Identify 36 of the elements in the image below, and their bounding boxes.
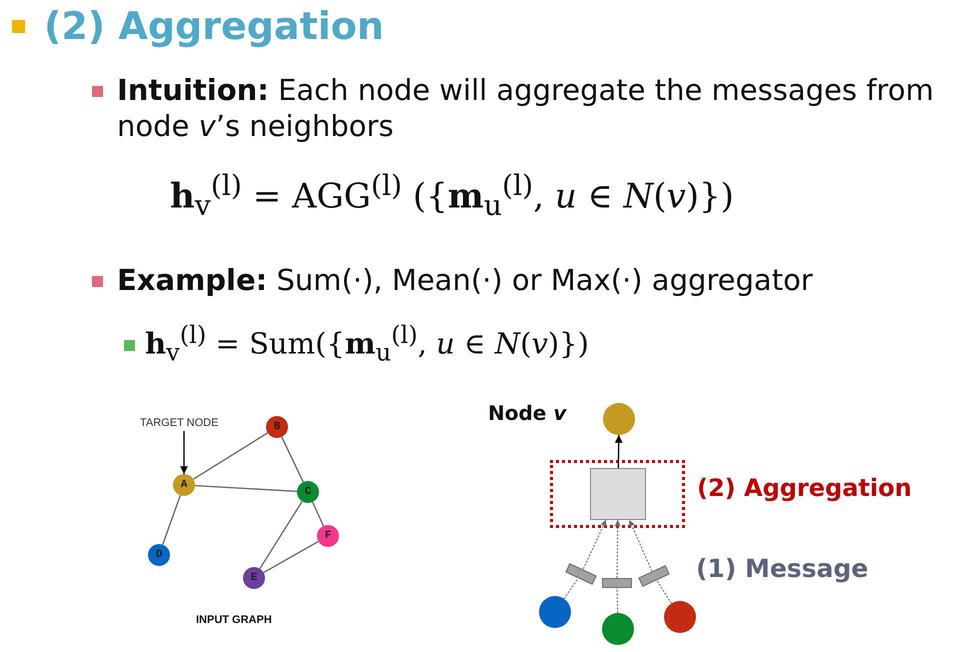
step-label: (1) Message — [696, 553, 868, 584]
arrow — [180, 431, 188, 474]
connector-line — [281, 436, 304, 482]
slide-title: (2) Aggregation — [44, 4, 384, 48]
connector-line — [616, 588, 618, 614]
message-bar — [602, 578, 632, 588]
arrow — [628, 520, 652, 572]
formula: h$_{v}$$^{(l)}$ = AGG$^{(l)}$ ({m$_{u}$$^{(l)}$, u ∈ N(v)}) — [170, 168, 734, 224]
bullet-text: Intuition: Each node will aggregate the messages from node v’s neighbors — [117, 72, 935, 144]
arrow — [582, 520, 606, 570]
node-circle: F — [317, 525, 339, 547]
node-circle: D — [148, 544, 170, 566]
node-circle: B — [266, 416, 288, 438]
connector-line — [259, 500, 303, 570]
connector-line — [312, 502, 324, 526]
node-circle: A — [173, 474, 195, 496]
connector-line — [263, 540, 319, 574]
step-label: (2) Aggregation — [697, 474, 912, 502]
graph-caption: INPUT GRAPH — [196, 614, 272, 628]
connector-line — [194, 484, 298, 492]
connector-line — [656, 580, 672, 604]
node-circle: C — [297, 481, 319, 503]
bullet-text: Example: Sum(·), Mean(·) or Max(·) aggregator — [117, 262, 814, 298]
node-circle — [602, 613, 634, 645]
connector-line — [193, 432, 268, 480]
connector-line — [564, 578, 578, 600]
aggregation-box — [590, 468, 646, 520]
node-circle — [664, 601, 696, 633]
node-label: Node v — [488, 401, 566, 425]
node-circle: E — [243, 567, 265, 589]
formula: h$_{v}$$^{(l)}$ = Sum({m$_{u}$$^{(l)}$, u ∈ N(v)}) — [145, 320, 589, 368]
connector-line — [162, 495, 181, 545]
annotation-text: TARGET NODE — [140, 417, 218, 429]
arrow — [614, 520, 621, 578]
arrow — [614, 435, 623, 468]
node-circle — [539, 596, 571, 628]
